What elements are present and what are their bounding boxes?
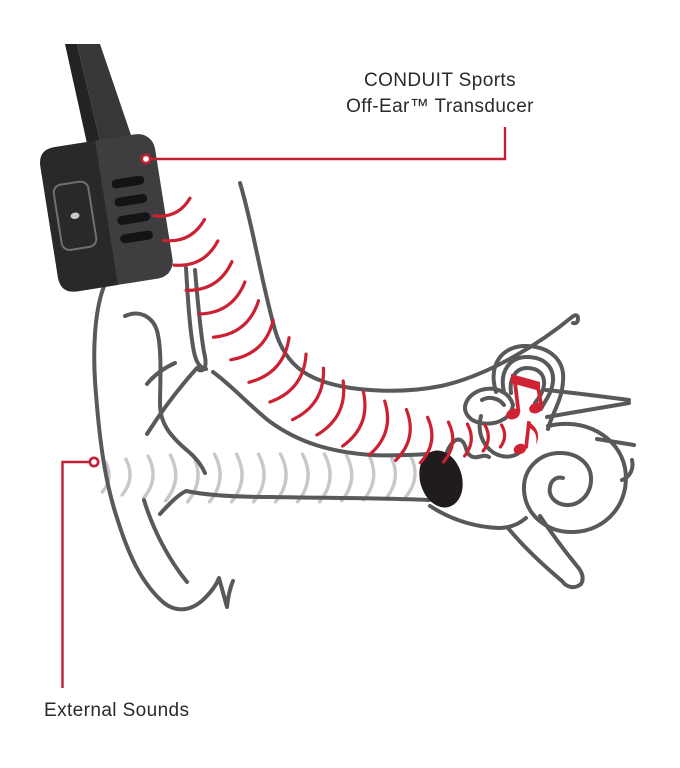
sound-wave-arc	[197, 280, 247, 316]
earlobe-crease	[142, 498, 189, 584]
transducer-label-line2: Off-Ear™ Transducer	[346, 96, 534, 117]
earlobe-notch	[203, 576, 235, 609]
vestibule	[477, 414, 522, 459]
sound-wave-arc	[211, 299, 261, 339]
sound-wave-arc	[498, 423, 507, 449]
horizontal-canal	[463, 386, 515, 426]
sound-wave-arc	[295, 452, 310, 504]
eardrum	[419, 450, 463, 508]
sound-wave-arc	[384, 453, 398, 501]
semicircular-canal-outer	[491, 343, 566, 431]
sound-wave-arc	[317, 452, 332, 504]
sound-wave-arc	[463, 422, 473, 458]
ear-crease-left	[184, 266, 208, 371]
callout-leaders	[61, 127, 507, 688]
sound-wave-arc	[172, 239, 220, 267]
external-leader-line	[61, 460, 90, 688]
off-ear-transducer-device	[40, 44, 173, 292]
ear-canal-top	[211, 370, 430, 458]
middle-ear-cavity	[428, 504, 528, 530]
music-notes-icon	[506, 374, 544, 455]
ear-canal-bottom	[158, 489, 431, 516]
sound-wave-arc	[339, 453, 354, 503]
transducer-anchor-dot	[140, 153, 152, 165]
side-plate	[52, 180, 98, 251]
transducer-label: CONDUIT Sports Off-Ear™ Transducer	[300, 68, 580, 120]
auditory-nerve-top	[544, 388, 631, 402]
cochlear-nerve	[595, 437, 636, 447]
sound-wave-arc	[207, 452, 222, 504]
transducer-leader-line	[150, 127, 507, 161]
sound-wave-arc	[290, 366, 326, 422]
eustachian-tube-upper	[506, 526, 564, 583]
sound-wave-arc	[367, 399, 390, 457]
ear-anatomy-outlines	[92, 181, 636, 612]
skull-outline	[238, 181, 580, 393]
strap-edge	[65, 44, 101, 148]
eustachian-tube-lower	[538, 514, 585, 586]
headband-strap	[77, 44, 133, 145]
sound-wave-arc	[100, 460, 111, 494]
cochlea-spiral	[521, 421, 628, 535]
transducer-label-line1: CONDUIT Sports	[364, 70, 516, 91]
sound-wave-arc	[393, 407, 412, 463]
sound-wave-arc	[161, 217, 207, 243]
external-sounds-label: External Sounds	[44, 700, 190, 721]
sound-wave-arc	[163, 453, 178, 503]
side-button	[70, 212, 80, 219]
helix-fold	[123, 311, 207, 475]
semicircular-canal-middle	[500, 355, 556, 411]
sound-wave-arc	[361, 452, 376, 502]
sound-wave-arc	[418, 415, 434, 465]
sound-wave-arc	[120, 457, 132, 497]
bone-conduction-waves	[152, 196, 507, 465]
antihelix-upper	[145, 361, 177, 386]
horizontal-canal-inner	[480, 395, 506, 407]
sound-wave-arc	[229, 318, 275, 362]
sound-wave-arc	[268, 352, 308, 404]
sound-wave-arc	[404, 453, 417, 499]
external-anchor-dot	[88, 456, 100, 468]
eustachian-tube-end	[560, 579, 583, 590]
nerve-hook	[620, 458, 635, 482]
antihelix-lower	[145, 366, 199, 436]
speaker-grille	[111, 175, 153, 244]
sound-wave-arc	[247, 336, 291, 384]
auditory-nerve-bottom	[545, 401, 631, 419]
external-sound-waves	[100, 452, 417, 504]
ear-crease-right	[193, 268, 208, 373]
sound-wave-arc	[441, 420, 455, 464]
sound-wave-arc	[184, 260, 234, 292]
sound-wave-arc	[315, 379, 346, 437]
sound-wave-arc	[481, 423, 490, 453]
beamed-note-icon	[506, 374, 544, 420]
sound-wave-arc	[152, 196, 192, 218]
sound-wave-arc	[341, 390, 367, 448]
sound-wave-arc	[142, 454, 155, 500]
eighth-note-icon	[513, 421, 539, 455]
